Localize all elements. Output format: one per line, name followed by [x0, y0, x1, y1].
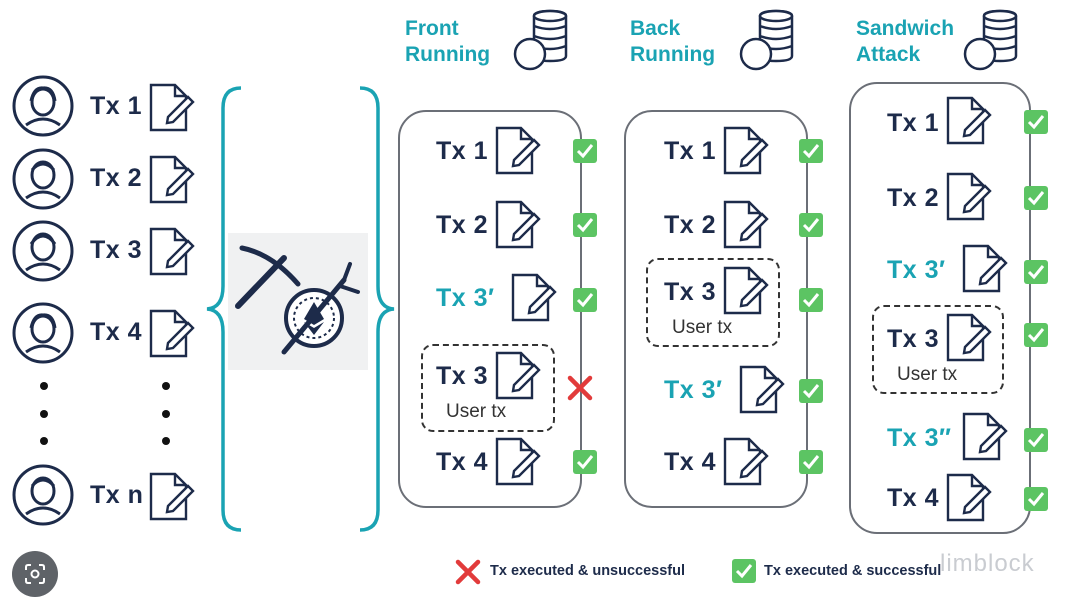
document-icon [723, 126, 769, 175]
user-tx-label: Tx 4 [90, 318, 143, 346]
document-icon [962, 412, 1008, 461]
document-icon [495, 126, 541, 175]
check-mark-icon [573, 139, 597, 163]
back-tx3prime-label: Tx 3′ [664, 376, 723, 404]
front-running-title: Front Running [405, 17, 491, 66]
sandwich-tx1-label: Tx 1 [887, 109, 940, 137]
front-tx1-label: Tx 1 [436, 137, 489, 165]
front-tx4-label: Tx 4 [436, 448, 489, 476]
legend-unsuccessful-label: Tx executed & unsuccessful [490, 563, 686, 579]
check-mark-icon [799, 379, 823, 403]
document-icon [495, 200, 541, 249]
check-mark-icon [1024, 487, 1048, 511]
lens-search-button[interactable] [12, 551, 58, 597]
document-icon [149, 83, 195, 132]
document-icon [723, 437, 769, 486]
mining-pickaxe-ethereum-icon [235, 245, 360, 355]
sandwich-tx4-label: Tx 4 [887, 484, 940, 512]
sandwich-attack-title: Sandwich Attack [856, 17, 955, 66]
check-mark-icon [1024, 323, 1048, 347]
coin-stack-icon [513, 9, 568, 71]
coin-stack-icon [963, 9, 1018, 71]
watermark-text: limblock [940, 550, 1035, 577]
back-user-tx-label: User tx [672, 317, 733, 338]
document-icon [946, 96, 992, 145]
back-user-tx-box [646, 258, 780, 347]
document-icon [946, 313, 992, 362]
user-avatar-icon [12, 464, 74, 526]
check-mark-icon [573, 450, 597, 474]
ellipsis-dot [40, 410, 48, 418]
check-mark-icon [799, 450, 823, 474]
document-icon [946, 473, 992, 522]
back-tx4-label: Tx 4 [664, 448, 717, 476]
left-brace-icon [206, 86, 242, 532]
document-icon [495, 351, 541, 400]
sandwich-tx2-label: Tx 2 [887, 184, 940, 212]
ellipsis-dot [162, 437, 170, 445]
front-tx3-label: Tx 3 [436, 362, 489, 390]
back-running-panel [624, 110, 808, 508]
document-icon [149, 309, 195, 358]
back-tx3-label: Tx 3 [664, 278, 717, 306]
document-icon [149, 155, 195, 204]
check-mark-icon [1024, 428, 1048, 452]
check-mark-icon [1024, 260, 1048, 284]
legend-successful-label: Tx executed & successful [764, 563, 942, 579]
document-icon [723, 266, 769, 315]
front-user-tx-label: User tx [446, 401, 507, 422]
sandwich-user-tx-label: User tx [897, 364, 958, 385]
front-tx2-label: Tx 2 [436, 211, 489, 239]
sandwich-tx3dprime-label: Tx 3″ [887, 424, 952, 452]
document-icon [511, 273, 557, 322]
coin-stack-icon [739, 9, 794, 71]
check-mark-icon [573, 288, 597, 312]
user-tx-label: Tx 2 [90, 164, 143, 192]
legend-check-icon [732, 559, 756, 583]
back-tx1-label: Tx 1 [664, 137, 717, 165]
user-avatar-icon [12, 75, 74, 137]
document-icon [723, 200, 769, 249]
front-tx3prime-label: Tx 3′ [436, 284, 495, 312]
check-mark-icon [799, 139, 823, 163]
document-icon [495, 437, 541, 486]
user-avatar-icon [12, 148, 74, 210]
front-running-panel [398, 110, 582, 508]
check-mark-icon [573, 213, 597, 237]
check-mark-icon [1024, 110, 1048, 134]
check-mark-icon [799, 288, 823, 312]
back-running-title: Back Running [630, 17, 716, 66]
check-mark-icon [799, 213, 823, 237]
sandwich-user-tx-box [872, 305, 1004, 394]
front-user-tx-box [421, 344, 555, 432]
sandwich-tx3-label: Tx 3 [887, 325, 940, 353]
user-tx-label: Tx 3 [90, 236, 143, 264]
legend-cross-icon [455, 559, 481, 585]
document-icon [739, 365, 785, 414]
document-icon [946, 172, 992, 221]
right-brace-icon [359, 86, 395, 532]
check-mark-icon [1024, 186, 1048, 210]
ellipsis-dot [40, 382, 48, 390]
ellipsis-dot [162, 410, 170, 418]
user-tx-label: Tx n [90, 481, 144, 509]
sandwich-tx3prime-label: Tx 3′ [887, 256, 946, 284]
user-avatar-icon [12, 302, 74, 364]
user-avatar-icon [12, 220, 74, 282]
ellipsis-dot [162, 382, 170, 390]
cross-mark-icon [567, 375, 593, 401]
back-tx2-label: Tx 2 [664, 211, 717, 239]
lens-icon [25, 564, 45, 584]
user-tx-label: Tx 1 [90, 92, 143, 120]
ellipsis-dot [40, 437, 48, 445]
document-icon [962, 244, 1008, 293]
document-icon [149, 472, 195, 521]
document-icon [149, 227, 195, 276]
